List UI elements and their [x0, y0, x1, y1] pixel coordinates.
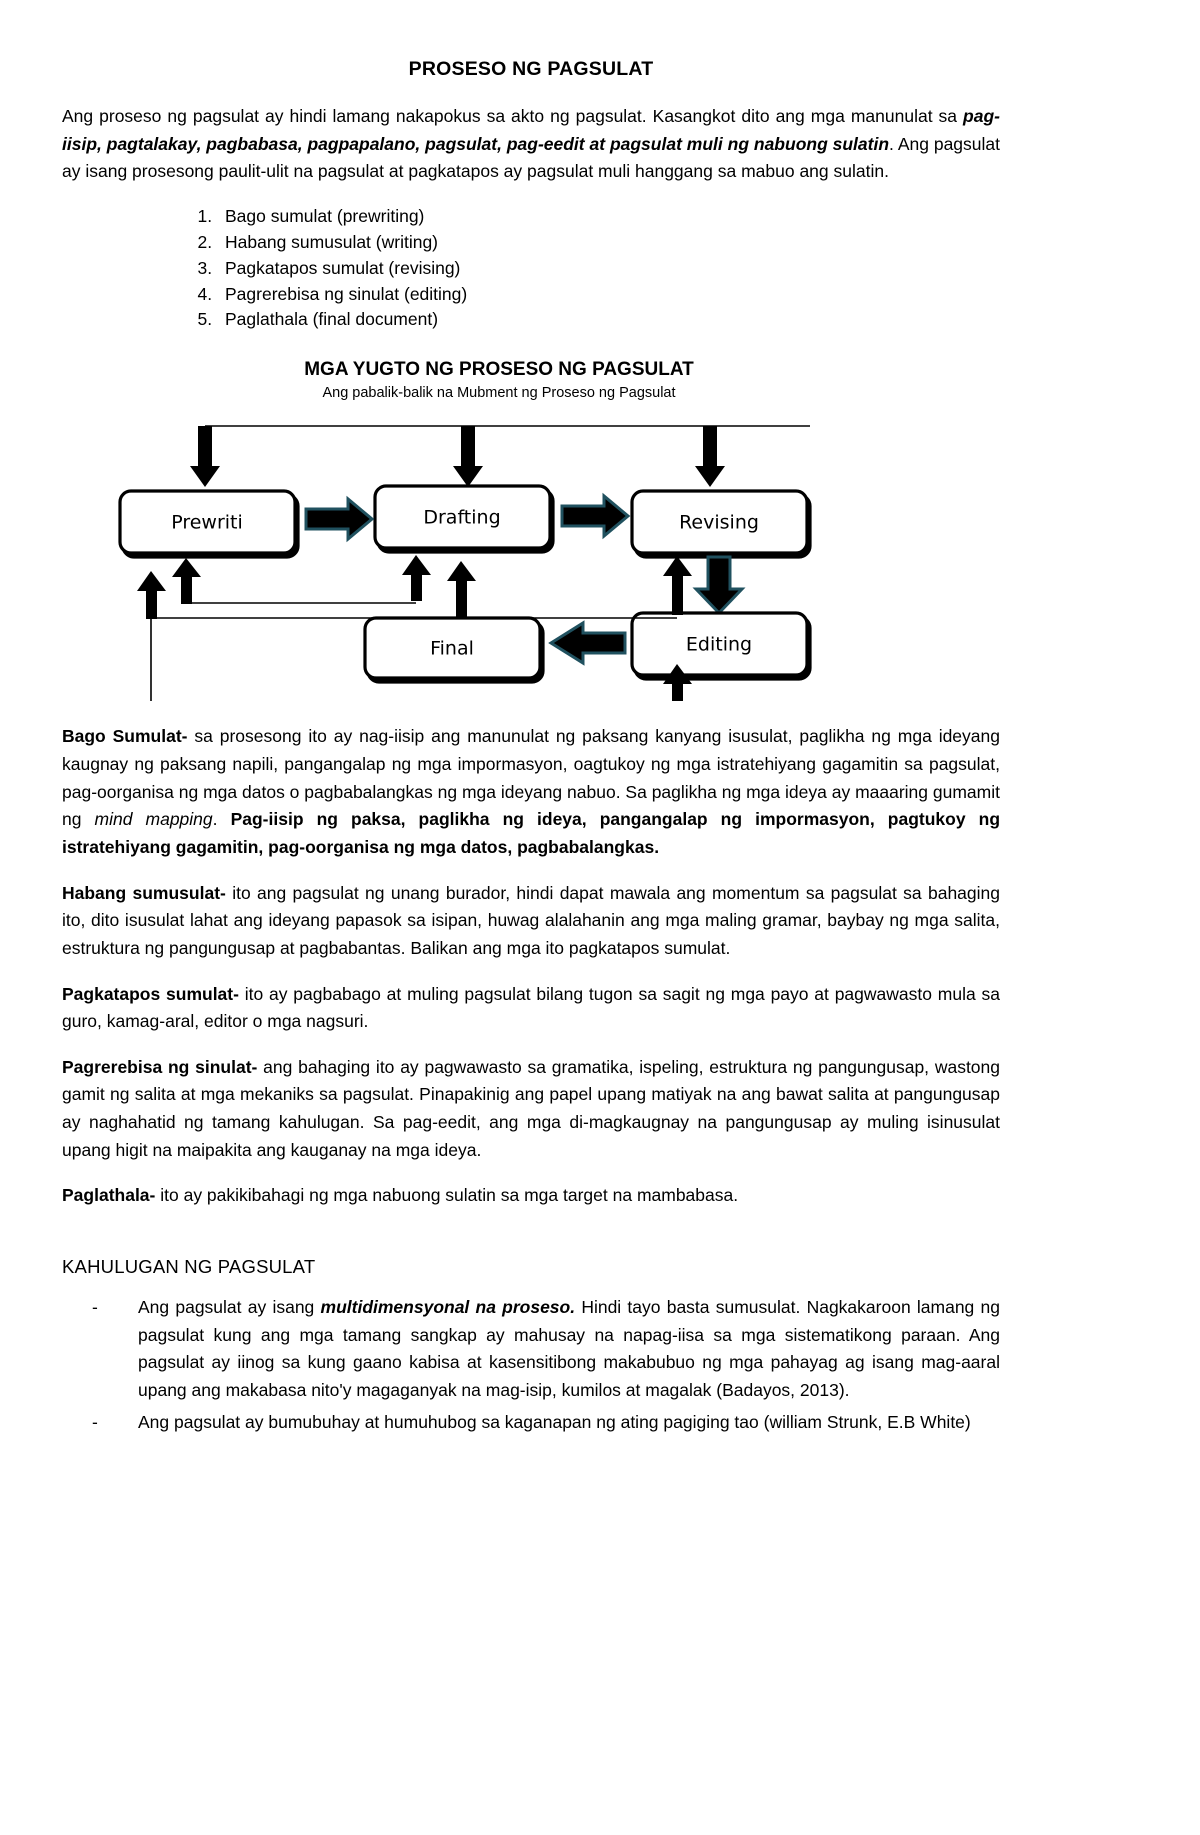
node-label-editing: Editing	[686, 634, 752, 656]
list-item: Pagkatapos sumulat (revising)	[217, 256, 1000, 282]
stages-numbered-list: Bago sumulat (prewriting) Habang sumusul…	[62, 204, 1000, 333]
item-text-part1: Ang pagsulat ay bumubuhay at humuhubog s…	[138, 1411, 971, 1432]
list-item: Bago sumulat (prewriting)	[217, 204, 1000, 230]
list-item: - Ang pagsulat ay isang multidimensyonal …	[92, 1294, 1000, 1405]
node-prewriting: Prewriti	[118, 489, 297, 555]
definition-body: ito ang pagsulat ng unang burador, hindi…	[62, 882, 1000, 958]
page-title: PROSESO NG PAGSULAT	[408, 58, 654, 80]
definition-term: Habang sumusulat-	[62, 882, 226, 903]
intro-text-part2: . Ang pagsulat ay isang prosesong paulit…	[62, 133, 1001, 182]
down-arrow-to-revising	[695, 426, 725, 488]
definition-bold-tail: Pag-iisip ng paksa, paglikha ng ideya, p…	[62, 809, 1001, 857]
up-arrow-to-prewriting-a	[172, 558, 201, 605]
node-label-revising: Revising	[679, 512, 759, 534]
up-arrow-to-editing-bottom	[663, 664, 692, 702]
intro-emphasis: pag-iisip, pagtalakay, pagbabasa, pagpap…	[62, 106, 1000, 154]
item-text-part1: Ang pagsulat ay isang	[138, 1296, 321, 1317]
block-arrow-drafting-to-revising	[560, 493, 631, 540]
diagram-title: MGA YUGTO NG PROSESO NG PAGSULAT	[304, 359, 694, 381]
intro-text-part1: Ang proseso ng pagsulat ay hindi lamang …	[62, 106, 964, 126]
down-arrow-revising-to-editing	[692, 555, 746, 616]
node-drafting: Drafting	[373, 484, 552, 550]
down-arrow-to-prewriting	[190, 426, 220, 488]
up-arrow-to-drafting-a	[402, 555, 431, 602]
feedback-lines	[150, 602, 677, 702]
up-arrow-to-drafting-b	[447, 561, 476, 619]
definition-habang-sumusulat: Habang sumusulat- ito ang pagsulat ng un…	[62, 880, 1000, 963]
definition-pagkatapos-sumulat: Pagkatapos sumulat- ito ay pagbabago at …	[62, 981, 1000, 1036]
definition-pagrerebisa-ng-sinulat: Pagrerebisa ng sinulat- ang bahaging ito…	[62, 1054, 1000, 1165]
process-flow-diagram: MGA YUGTO NG PROSESO NG PAGSULAT Ang pab…	[110, 359, 870, 702]
list-item: - Ang pagsulat ay bumubuhay at humuhubog …	[92, 1409, 1000, 1437]
block-arrow-editing-to-final	[548, 620, 627, 667]
dash-bullet: -	[92, 1411, 98, 1432]
down-arrow-to-drafting	[453, 426, 483, 488]
definition-bago-sumulat: Bago Sumulat- sa prosesong ito ay nag-ii…	[62, 723, 1000, 861]
definition-term: Pagkatapos sumulat-	[62, 983, 239, 1004]
node-label-prewriting: Prewriti	[171, 512, 243, 534]
kahulugan-list: - Ang pagsulat ay isang multidimensyonal …	[62, 1294, 1000, 1436]
list-item: Paglathala (final document)	[217, 307, 1000, 333]
definition-body: ito ay pagbabago at muling pagsulat bila…	[62, 983, 1000, 1032]
list-item: Habang sumusulat (writing)	[217, 230, 1000, 256]
definition-term: Paglathala-	[62, 1185, 156, 1206]
definition-body: sa prosesong ito ay nag-iisip ang manunu…	[62, 726, 1000, 830]
node-final: Final	[363, 616, 542, 680]
definition-body: ito ay pakikibahagi ng mga nabuong sulat…	[155, 1185, 739, 1206]
definition-italic: mind mapping	[94, 809, 213, 830]
dash-bullet: -	[92, 1296, 98, 1317]
block-arrow-prewriting-to-drafting	[304, 496, 375, 543]
up-arrow-to-revising	[663, 556, 692, 616]
node-label-drafting: Drafting	[423, 507, 500, 529]
definition-term: Bago Sumulat-	[62, 726, 188, 747]
item-emphasis: multidimensyonal na proseso.	[320, 1296, 576, 1317]
diagram-canvas: Prewriti Drafting Revising	[118, 425, 810, 702]
definition-body: ang bahaging ito ay pagwawasto sa gramat…	[62, 1056, 1001, 1160]
node-label-final: Final	[430, 638, 474, 660]
section-heading-kahulugan: KAHULUGAN NG PAGSULAT	[62, 1255, 316, 1277]
diagram-subtitle: Ang pabalik-balik na Mubment ng Proseso …	[322, 385, 676, 402]
intro-paragraph: Ang proseso ng pagsulat ay hindi lamang …	[62, 103, 1000, 186]
definition-term: Pagrerebisa ng sinulat-	[62, 1056, 258, 1077]
definition-body-b: .	[212, 809, 231, 830]
item-text-part2: Hindi tayo basta sumusulat. Nagkakaroon …	[138, 1296, 1000, 1400]
up-arrow-to-prewriting-b	[137, 571, 166, 620]
node-revising: Revising	[630, 489, 809, 555]
definition-paglathala: Paglathala- ito ay pakikibahagi ng mga n…	[62, 1182, 1000, 1210]
node-editing: Editing	[630, 611, 809, 677]
list-item: Pagrerebisa ng sinulat (editing)	[217, 282, 1000, 308]
